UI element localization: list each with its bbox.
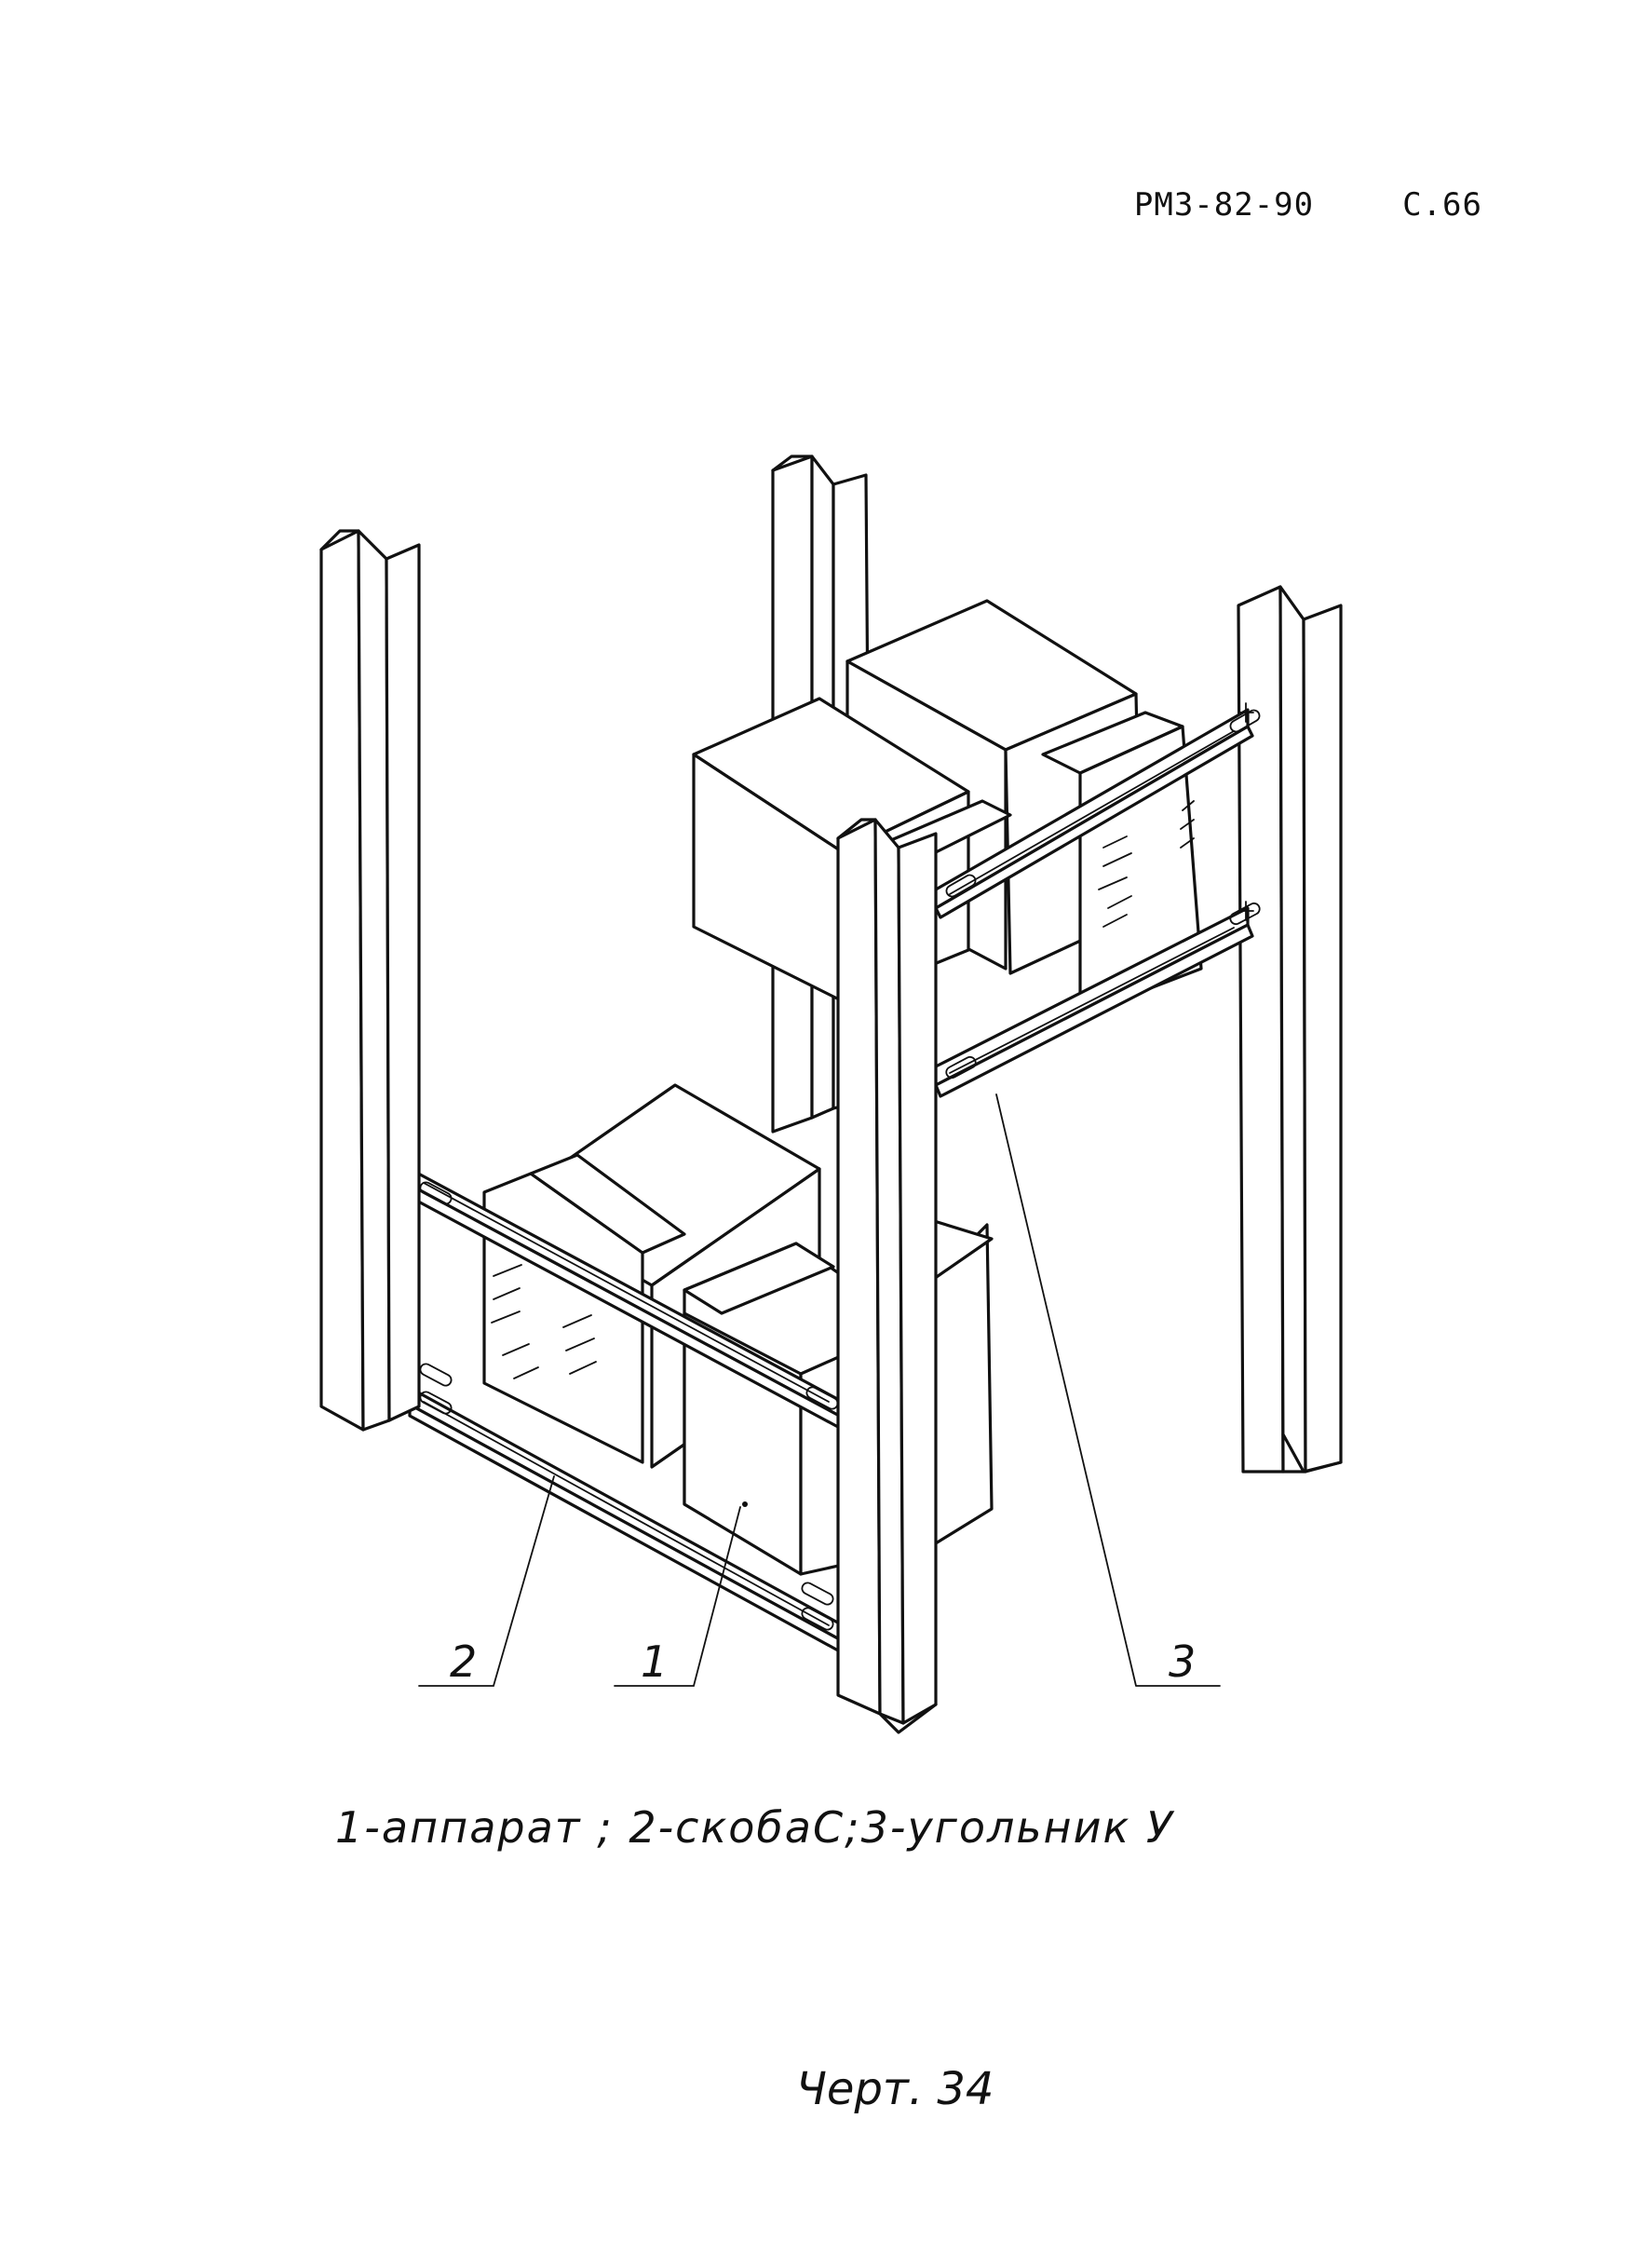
leader-lines — [418, 1093, 1221, 1687]
figure-number: Черт. 34 — [796, 2063, 994, 2115]
figure-legend: 1-аппарат ; 2-скобаС;3-угольник У — [335, 1802, 1174, 1853]
upper-rails — [934, 702, 1261, 1098]
front-column — [836, 818, 938, 1734]
right-column — [1237, 585, 1343, 1474]
apparatus-lower-front — [683, 1242, 845, 1576]
page-number: С.66 — [1402, 186, 1482, 224]
callout-1: 1 — [641, 1636, 668, 1687]
page-header: РМЗ-82-90 С.66 — [1134, 186, 1482, 224]
callout-2: 2 — [450, 1636, 477, 1687]
left-column — [319, 529, 421, 1432]
lower-rails — [395, 1167, 845, 1652]
callout-3: 3 — [1169, 1636, 1196, 1687]
document-code: РМЗ-82-90 — [1133, 186, 1315, 224]
